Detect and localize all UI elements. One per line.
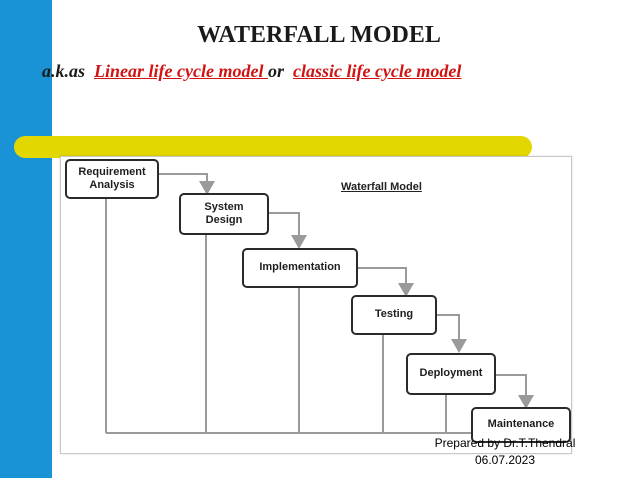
phase-label: Testing xyxy=(374,308,414,321)
phase-label-line2: Analysis xyxy=(89,179,135,191)
subtitle-or: or xyxy=(267,61,284,81)
flow-arrow-4 xyxy=(437,314,467,353)
subtitle-prefix: a.k.as xyxy=(42,61,86,81)
footer-author: Prepared by Dr.T.Thendral xyxy=(434,436,576,450)
slide-footer: Prepared by Dr.T.Thendral 06.07.2023 xyxy=(420,435,590,469)
phase-testing: Testing xyxy=(351,295,437,335)
phase-label-line1: Requirement xyxy=(78,165,146,178)
phase-label: Implementation xyxy=(259,261,341,274)
linear-life-cycle-link[interactable]: Linear life cycle model xyxy=(94,61,268,81)
classic-life-cycle-link[interactable]: classic life cycle model xyxy=(292,61,462,81)
slide-title: WATERFALL MODEL xyxy=(197,22,441,48)
phase-label-line1: System xyxy=(204,200,244,213)
slide-subtitle: a.k.as Linear life cycle model or classi… xyxy=(42,61,461,82)
phase-deployment: Deployment xyxy=(406,353,496,395)
yellow-accent-band xyxy=(14,136,532,158)
flow-arrow-5 xyxy=(496,374,534,409)
diagram-connectors xyxy=(105,173,534,434)
phase-requirement-analysis: Requirement Analysis xyxy=(65,159,159,199)
phase-implementation: Implementation xyxy=(242,248,358,288)
flow-arrow-2 xyxy=(269,212,307,249)
phase-label: Maintenance xyxy=(487,418,555,431)
footer-date: 06.07.2023 xyxy=(474,453,536,467)
flow-arrow-1 xyxy=(159,173,215,195)
left-accent-bar xyxy=(0,0,52,478)
waterfall-diagram: Waterfall Model Requirement Analysis Sys… xyxy=(60,156,572,454)
phase-system-design: System Design xyxy=(179,193,269,235)
phase-label-line2: Design xyxy=(205,214,243,226)
phase-label: Deployment xyxy=(419,367,483,380)
flow-arrow-3 xyxy=(358,267,414,297)
diagram-title: Waterfall Model xyxy=(341,181,422,193)
phase-maintenance: Maintenance xyxy=(471,407,571,443)
